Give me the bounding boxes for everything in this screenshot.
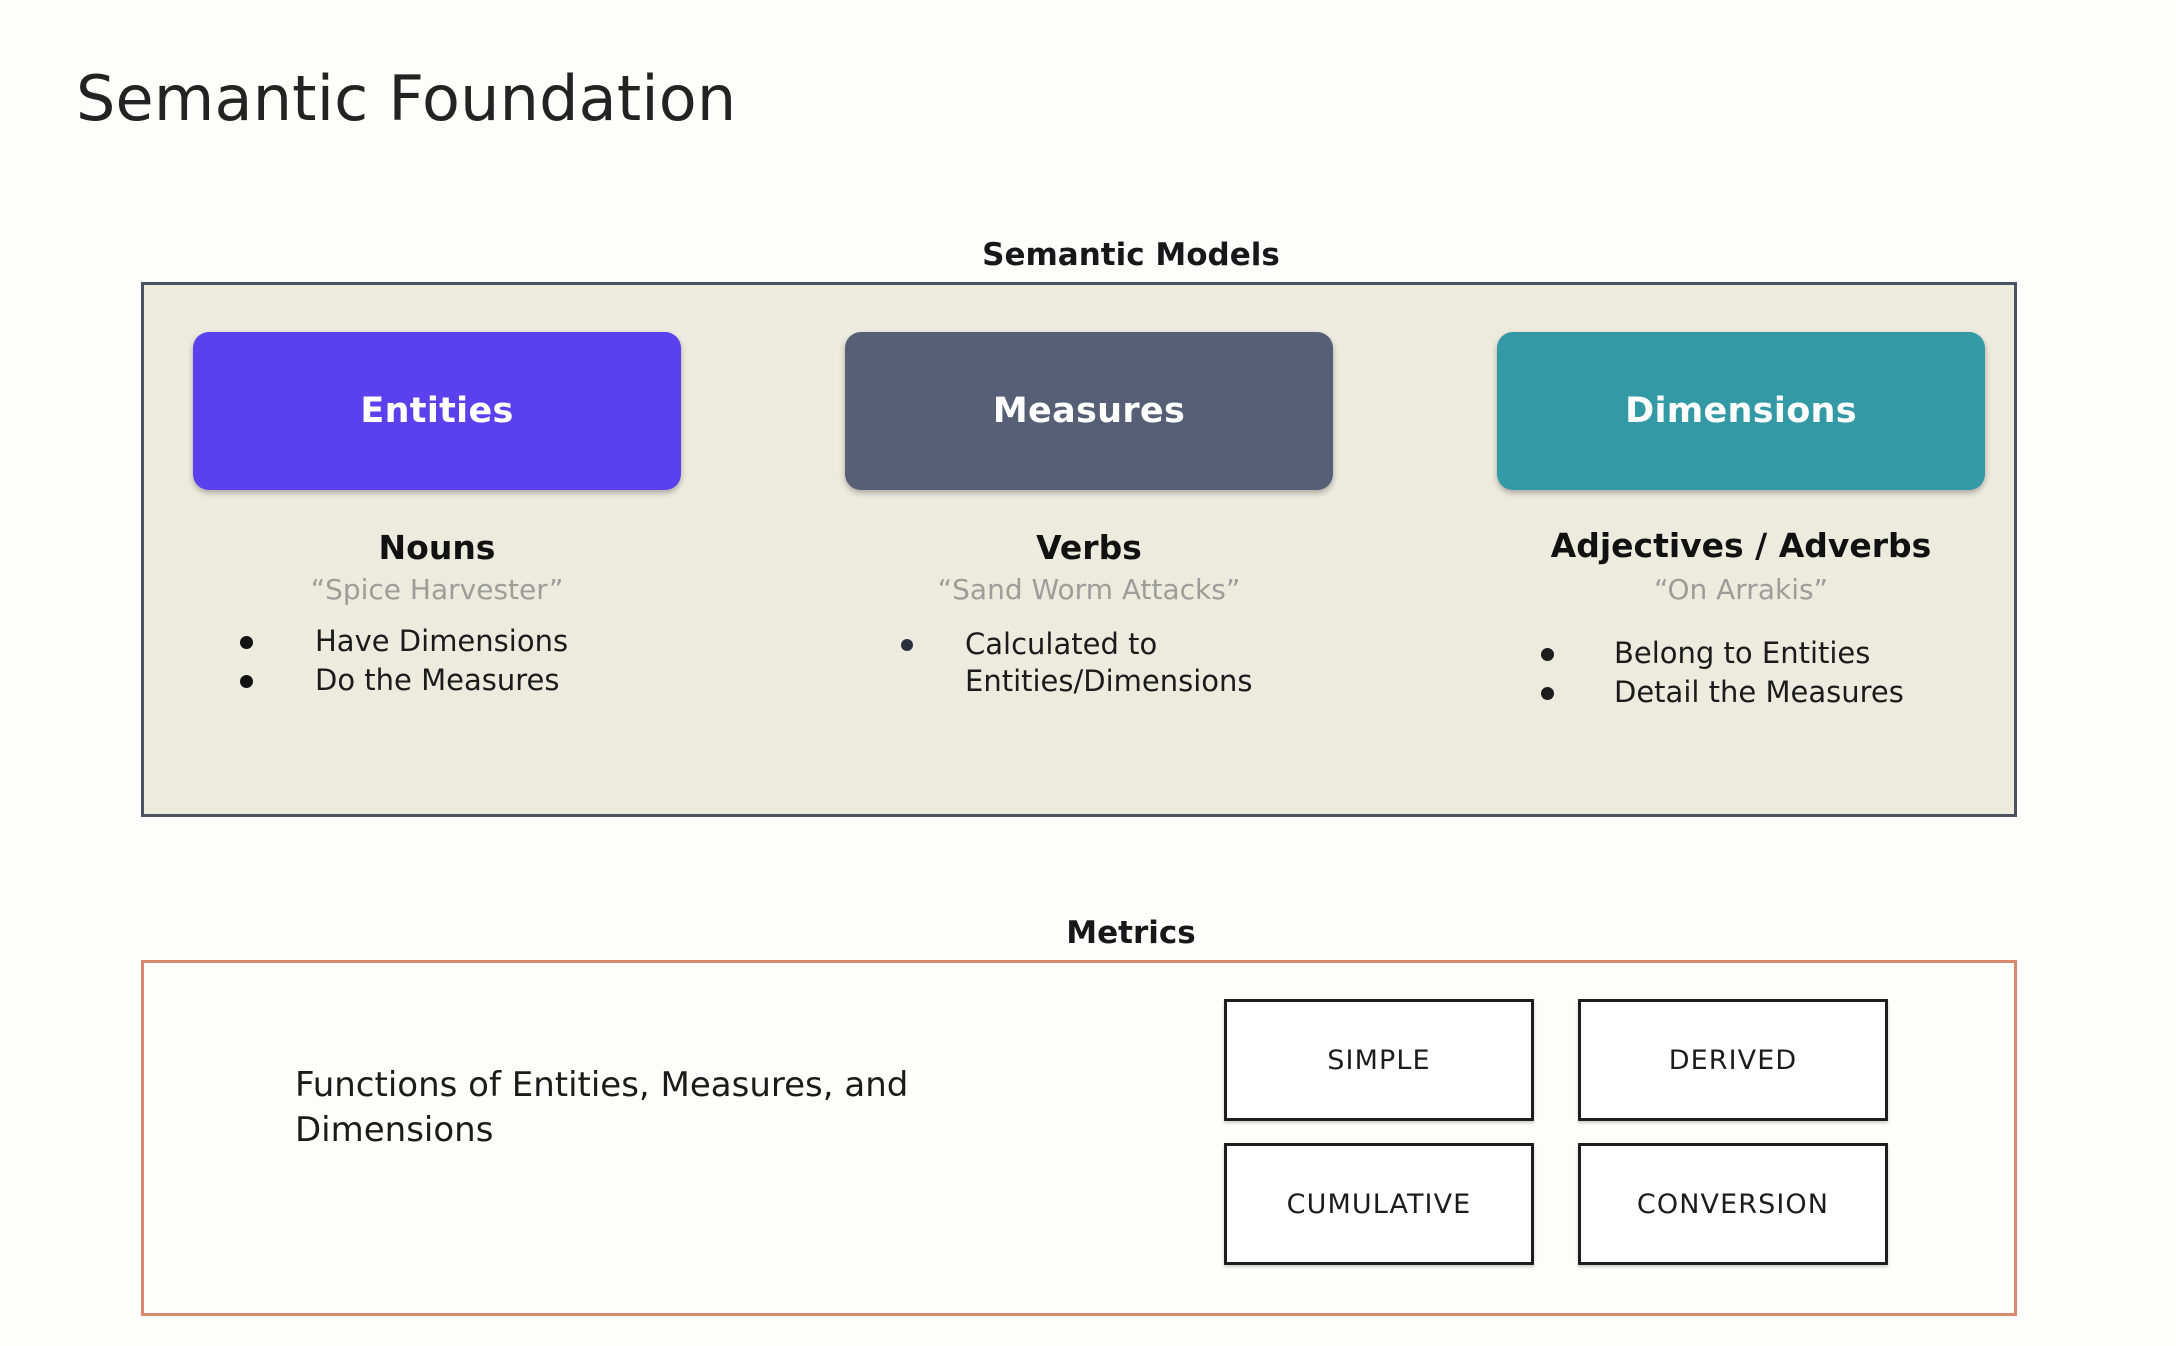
dimensions-card[interactable]: Dimensions (1497, 332, 1985, 490)
semantic-models-panel: Entities Nouns “Spice Harvester” Have Di… (141, 282, 2017, 817)
page-title: Semantic Foundation (76, 62, 737, 135)
list-item: Calculated to Entities/Dimensions (901, 626, 1389, 700)
bullet-dot-icon (901, 639, 913, 651)
semantic-models-columns: Entities Nouns “Spice Harvester” Have Di… (144, 285, 2014, 814)
bullet-dot-icon (240, 675, 253, 689)
bullet-dot-icon (240, 636, 253, 649)
measures-bullet-0: Calculated to Entities/Dimensions (965, 627, 1253, 699)
list-item: Detail the Measures (1541, 674, 2029, 711)
entities-example: “Spice Harvester” (310, 573, 564, 606)
list-item: Have Dimensions (240, 623, 728, 660)
measures-example: “Sand Worm Attacks” (937, 573, 1241, 606)
metric-type-derived-label: DERIVED (1668, 1044, 1798, 1076)
dimensions-bullet-0: Belong to Entities (1614, 636, 1871, 670)
dimensions-bullet-list: Belong to Entities Detail the Measures (1497, 635, 2029, 713)
metrics-panel: Functions of Entities, Measures, and Dim… (141, 960, 2017, 1316)
semantic-model-column-dimensions: Dimensions Adjectives / Adverbs “On Arra… (1497, 285, 1985, 814)
entities-bullet-1: Do the Measures (315, 663, 560, 698)
dimensions-example: “On Arrakis” (1653, 573, 1829, 606)
entities-bullet-list: Have Dimensions Do the Measures (193, 623, 728, 701)
metric-type-derived[interactable]: DERIVED (1578, 999, 1888, 1121)
metric-type-cumulative-label: CUMULATIVE (1286, 1188, 1472, 1220)
metric-type-cumulative[interactable]: CUMULATIVE (1224, 1143, 1534, 1265)
metric-type-conversion-label: CONVERSION (1636, 1188, 1830, 1220)
measures-card[interactable]: Measures (845, 332, 1333, 490)
measures-bullet-list: Calculated to Entities/Dimensions (845, 626, 1389, 702)
entities-card-label: Entities (360, 391, 514, 431)
entities-bullet-0: Have Dimensions (315, 624, 569, 658)
measures-part-of-speech: Verbs (1036, 528, 1142, 567)
semantic-model-column-measures: Measures Verbs “Sand Worm Attacks” Calcu… (845, 285, 1333, 814)
measures-card-label: Measures (992, 391, 1186, 431)
metrics-caption: Metrics (1066, 915, 1196, 951)
dimensions-bullet-1: Detail the Measures (1614, 675, 1904, 710)
metric-type-simple[interactable]: SIMPLE (1224, 999, 1534, 1121)
metric-type-simple-label: SIMPLE (1327, 1044, 1431, 1076)
list-item: Belong to Entities (1541, 635, 2029, 672)
entities-part-of-speech: Nouns (378, 528, 496, 567)
dimensions-card-label: Dimensions (1625, 391, 1857, 431)
dimensions-part-of-speech: Adjectives / Adverbs (1550, 526, 1932, 565)
bullet-dot-icon (1541, 687, 1554, 701)
semantic-model-column-entities: Entities Nouns “Spice Harvester” Have Di… (193, 285, 681, 814)
bullet-dot-icon (1541, 648, 1554, 661)
list-item: Do the Measures (240, 662, 728, 699)
semantic-models-caption: Semantic Models (982, 237, 1280, 273)
metrics-description: Functions of Entities, Measures, and Dim… (295, 1065, 909, 1150)
entities-card[interactable]: Entities (193, 332, 681, 490)
metric-type-conversion[interactable]: CONVERSION (1578, 1143, 1888, 1265)
metric-type-grid: SIMPLE DERIVED CUMULATIVE CONVERSION (1224, 999, 1924, 1265)
